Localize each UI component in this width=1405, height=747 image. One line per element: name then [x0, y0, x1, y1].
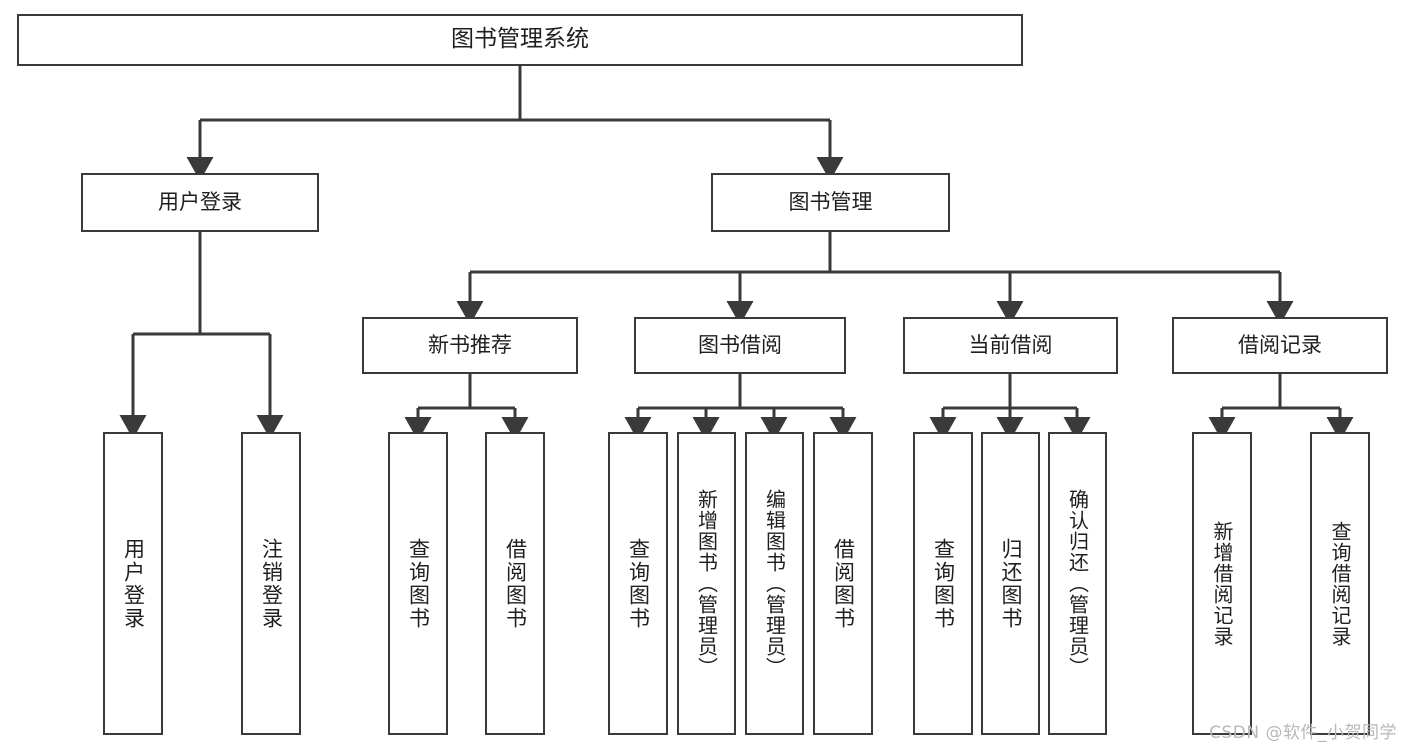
- node-label: 借阅图书: [831, 537, 856, 630]
- node-label: 图书借阅: [698, 332, 782, 357]
- node-label: 确认归还（管理员）: [1065, 489, 1090, 678]
- node-label: 图书管理系统: [451, 26, 589, 53]
- node-label: 查询图书: [931, 537, 956, 630]
- leaf-query-book-current[interactable]: 查询图书: [913, 432, 973, 735]
- node-label: 查询图书: [626, 537, 651, 630]
- leaf-logout[interactable]: 注销登录: [241, 432, 301, 735]
- node-current-borrow[interactable]: 当前借阅: [903, 317, 1118, 374]
- leaf-add-borrow-record[interactable]: 新增借阅记录: [1192, 432, 1252, 735]
- leaf-query-borrow-record[interactable]: 查询借阅记录: [1310, 432, 1370, 735]
- node-book-management[interactable]: 图书管理: [711, 173, 950, 232]
- node-book-borrow[interactable]: 图书借阅: [634, 317, 846, 374]
- leaf-confirm-return-admin[interactable]: 确认归还（管理员）: [1048, 432, 1107, 735]
- node-borrow-record[interactable]: 借阅记录: [1172, 317, 1388, 374]
- leaf-add-book-admin[interactable]: 新增图书（管理员）: [677, 432, 736, 735]
- node-label: 新书推荐: [428, 332, 512, 357]
- node-label: 查询借阅记录: [1328, 520, 1352, 647]
- node-label: 借阅记录: [1238, 332, 1322, 357]
- leaf-user-login[interactable]: 用户登录: [103, 432, 163, 735]
- node-label: 查询图书: [406, 537, 431, 630]
- node-label: 归还图书: [999, 537, 1023, 630]
- node-label: 用户登录: [158, 189, 242, 214]
- node-label: 用户登录: [121, 537, 146, 630]
- leaf-borrow-book-new[interactable]: 借阅图书: [485, 432, 545, 735]
- node-root-book-management-system[interactable]: 图书管理系统: [17, 14, 1023, 66]
- leaf-edit-book-admin[interactable]: 编辑图书（管理员）: [745, 432, 804, 735]
- node-label: 当前借阅: [968, 332, 1053, 357]
- node-label: 新增图书（管理员）: [694, 489, 719, 678]
- leaf-query-book-borrow[interactable]: 查询图书: [608, 432, 668, 735]
- node-user-login[interactable]: 用户登录: [81, 173, 319, 232]
- node-label: 编辑图书（管理员）: [762, 489, 787, 678]
- leaf-borrow-book[interactable]: 借阅图书: [813, 432, 873, 735]
- node-label: 图书管理: [788, 189, 873, 214]
- node-new-book-recommend[interactable]: 新书推荐: [362, 317, 578, 374]
- leaf-query-book-new[interactable]: 查询图书: [388, 432, 448, 735]
- node-label: 注销登录: [259, 537, 284, 630]
- node-label: 新增借阅记录: [1210, 520, 1234, 647]
- watermark-text: CSDN @软件_小贺同学: [1209, 723, 1397, 743]
- leaf-return-book[interactable]: 归还图书: [981, 432, 1040, 735]
- node-label: 借阅图书: [503, 537, 528, 630]
